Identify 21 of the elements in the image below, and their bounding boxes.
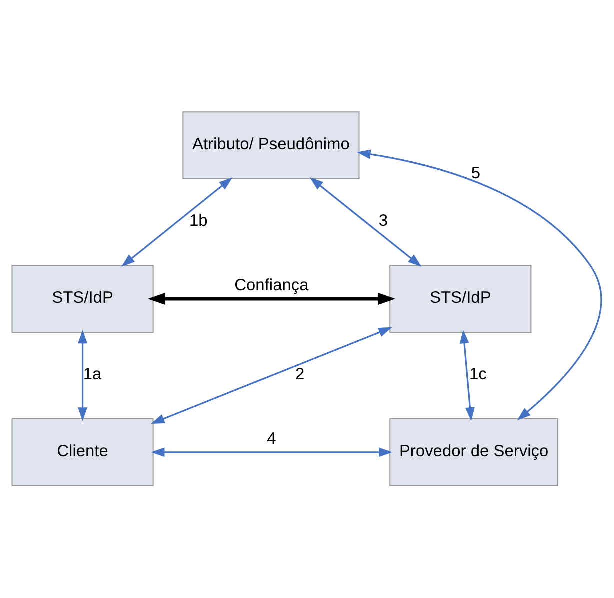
- arrow: [78, 330, 88, 422]
- edge-label: 1a: [83, 366, 102, 384]
- arrow: [357, 150, 602, 420]
- arrow: [148, 292, 396, 306]
- arrow: [122, 178, 233, 267]
- arrow: [310, 178, 422, 267]
- edge-label: 2: [295, 366, 305, 384]
- arrow: [460, 330, 475, 422]
- node-box: STS/IdP: [390, 265, 532, 333]
- node-box: Provedor de Serviço: [390, 418, 558, 486]
- edge-label: Confiança: [234, 276, 309, 295]
- edge-label: 1c: [469, 366, 487, 384]
- edge-label: 5: [471, 164, 480, 183]
- edge-label: 4: [267, 430, 276, 448]
- arrow: [151, 327, 392, 424]
- node-box: Atributo/ Pseudônimo: [182, 112, 360, 180]
- node-box: STS/IdP: [12, 265, 154, 333]
- edge-label: 1b: [189, 212, 208, 230]
- node-box: Cliente: [12, 418, 154, 486]
- edge-label: 3: [378, 212, 388, 230]
- arrow: [151, 448, 393, 458]
